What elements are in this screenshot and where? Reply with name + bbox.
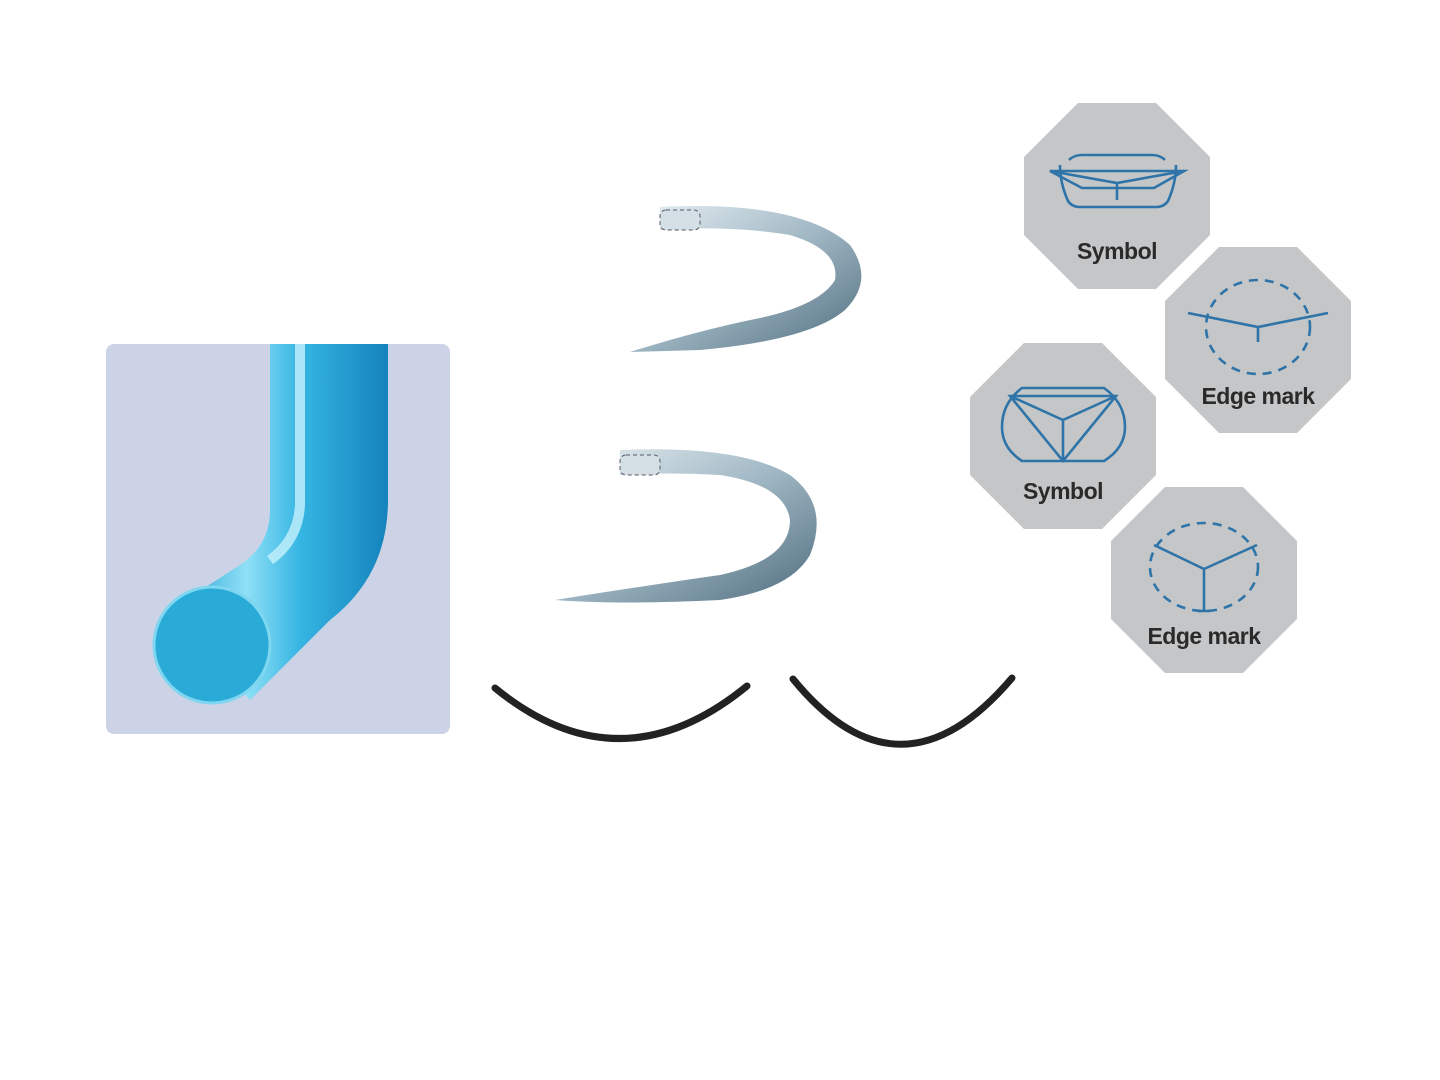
reverse-cutting-symbol xyxy=(1049,153,1189,209)
badge-label: Symbol xyxy=(1023,478,1103,504)
conventional-cutting-symbol xyxy=(1000,386,1127,464)
suture-thread-panel xyxy=(106,344,450,734)
conventional-cutting-edge-mark xyxy=(1148,521,1260,613)
cutting-needle-icon xyxy=(630,206,862,352)
badge-label: Edge mark xyxy=(1201,383,1315,409)
reverse-cutting-edge-mark xyxy=(1187,278,1329,376)
badge-label: Edge mark xyxy=(1147,623,1261,649)
needle-curve-deep xyxy=(789,674,1016,748)
badge-edge-mark-reverse-cutting: Edge mark xyxy=(1165,247,1351,433)
badge-label: Symbol xyxy=(1077,238,1157,264)
needle-curve-shallow xyxy=(491,682,751,742)
badge-edge-mark-conventional-cutting: Edge mark xyxy=(1111,487,1297,673)
round-needle-icon xyxy=(555,449,817,603)
badge-symbol-conventional-cutting: Symbol xyxy=(970,343,1156,529)
badge-symbol-reverse-cutting: Symbol xyxy=(1024,103,1210,289)
